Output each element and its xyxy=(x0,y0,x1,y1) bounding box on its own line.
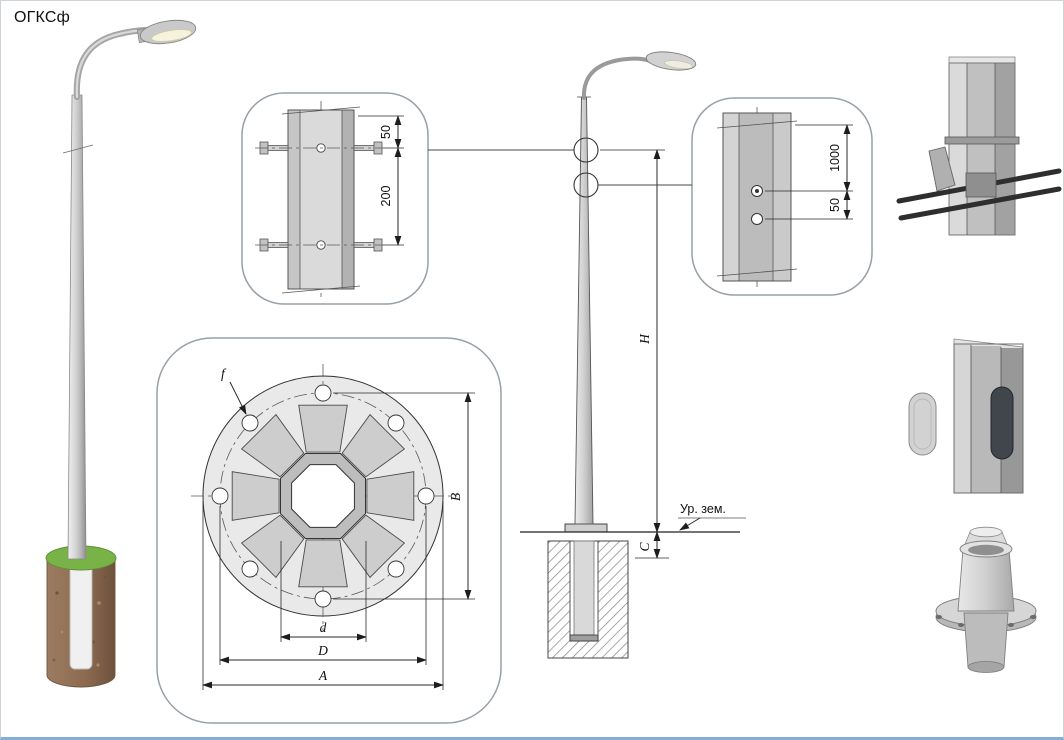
pole-section-bar xyxy=(716,112,798,282)
pole-weld-mark xyxy=(62,144,94,154)
pole-section-bar xyxy=(281,106,361,294)
base-skirt xyxy=(963,612,1009,668)
dimension-H: H xyxy=(600,149,665,533)
wedge-clamp xyxy=(928,146,956,192)
dim-f-label: f xyxy=(221,366,227,381)
door-opening xyxy=(990,386,1014,460)
foundation-sleeve xyxy=(69,560,93,670)
luminaire xyxy=(136,19,197,45)
render-access-door xyxy=(908,338,1024,494)
dim-d-label: d xyxy=(320,620,327,635)
render-grounding-clamp xyxy=(896,56,1062,236)
render-flange-base xyxy=(935,526,1037,673)
dimensions-flange: f B d D A xyxy=(202,366,475,690)
dimensions-right-detail: 1000 50 xyxy=(765,124,853,220)
dim-200-label: 200 xyxy=(379,186,393,207)
dim-D-label: D xyxy=(317,643,328,658)
pole-band-clamp xyxy=(944,136,1020,145)
grounding-rod xyxy=(898,186,1062,221)
foundation-section xyxy=(547,540,629,659)
luminaire-elevation xyxy=(645,51,697,71)
base-flange xyxy=(564,523,608,533)
flange-bolt-holes xyxy=(211,384,435,608)
ground-level-label: Ур. зем. xyxy=(678,502,746,531)
cable-hole xyxy=(751,213,763,225)
foundation-3d xyxy=(45,545,117,688)
ground-label-text: Ур. зем. xyxy=(680,502,726,516)
dimension-C: C xyxy=(635,531,669,559)
arm-elevation xyxy=(581,56,652,100)
pole-octagon-inner xyxy=(291,464,355,528)
detail-marker-upper xyxy=(573,137,599,163)
dim-50-right-label: 50 xyxy=(828,198,842,212)
flange-plan-callout: f B d D A xyxy=(156,337,502,724)
dim-H-label: H xyxy=(637,333,652,345)
dim-50-label: 50 xyxy=(379,125,393,139)
detail-callout-right: 1000 50 xyxy=(691,97,873,296)
dim-B-label: B xyxy=(448,493,463,501)
detail-callout-top: 50 200 xyxy=(241,92,429,305)
dim-A-label: A xyxy=(318,668,328,683)
door-cover xyxy=(908,392,937,456)
rod-clamp-plate xyxy=(965,172,997,198)
dimensions-top-detail: 50 200 xyxy=(255,115,404,246)
cup-body xyxy=(957,548,1015,612)
anchor-plate xyxy=(569,634,599,642)
dim-C-label: C xyxy=(637,542,652,552)
page-title: ОГКСф xyxy=(14,9,70,26)
embedded-tube xyxy=(573,540,595,636)
pole-shaft xyxy=(67,94,87,560)
pole-elevation: H C Ур. зем. xyxy=(520,51,746,659)
dim-1000-label: 1000 xyxy=(828,144,842,172)
pole-3d-render xyxy=(45,19,197,688)
cup-opening xyxy=(968,544,1004,556)
